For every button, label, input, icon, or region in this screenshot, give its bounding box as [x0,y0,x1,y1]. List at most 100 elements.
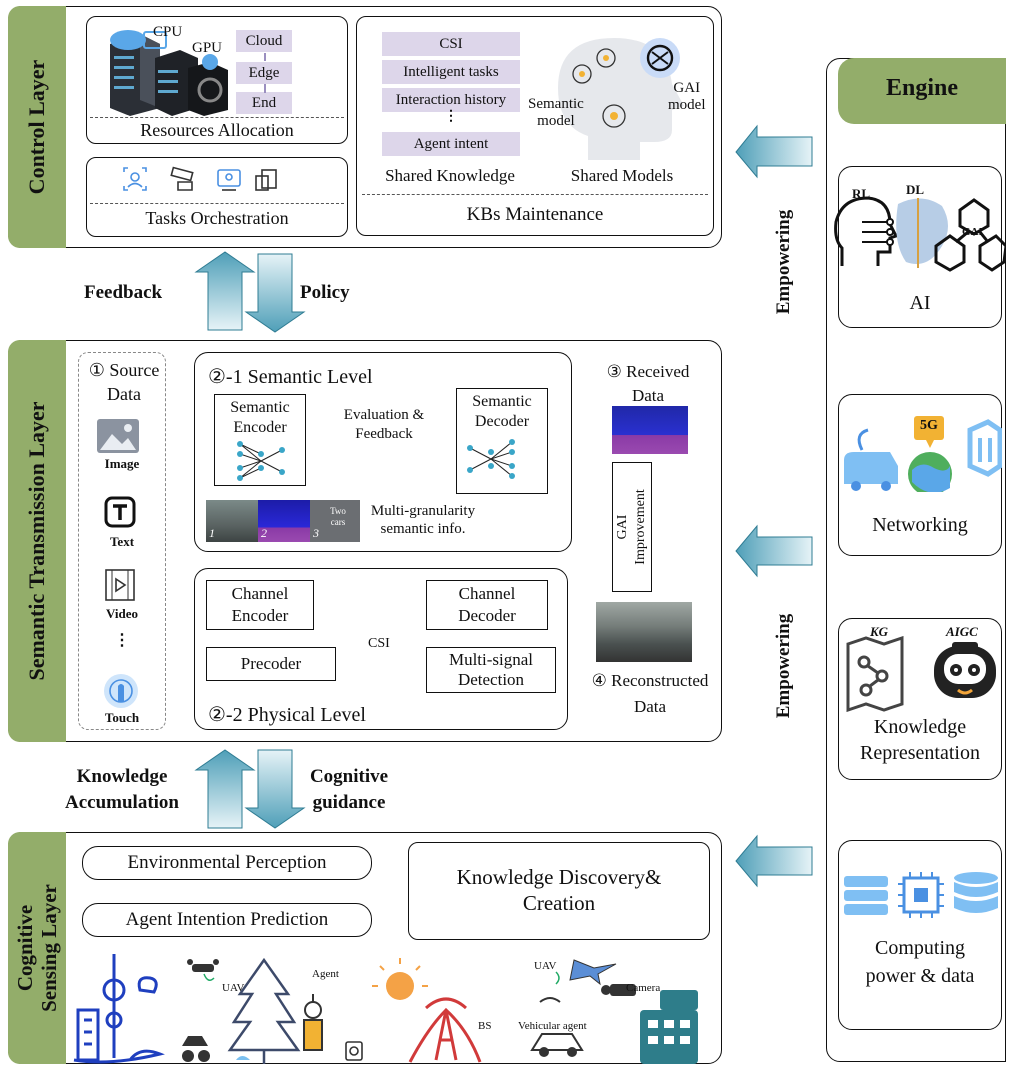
gai-improvement-box [612,462,652,592]
gpu-label: GPU [192,40,223,56]
cognitive-guid-label: Cognitive guidance [309,766,389,813]
sensing-layer-title: Cognitive Sensing Layer [13,884,61,1012]
vehicular-agent-label: Vehicular agent [518,1020,587,1032]
video-icon [104,568,136,607]
tasks-orchestration-label: Tasks Orchestration [145,208,289,228]
control-layer-title: Control Layer [24,59,49,195]
ai-label: AI [909,292,931,314]
received-data-image [612,406,688,454]
cpu-label: CPU [153,24,183,40]
tier-edge: Edge [236,62,292,84]
empower-arrow-3 [735,834,813,888]
computing-card [838,840,1002,1030]
kg-label: KG [870,624,889,639]
uav-label-1: UAV [222,982,245,994]
semantic-decoder-label: Semantic Decoder [472,393,532,430]
gai-label: GAI [962,226,983,238]
gai-model-label: GAI model [668,80,706,113]
knowledge-discovery-box [408,842,710,940]
cognitive-guid-arrow [244,749,306,829]
source-data-panel [78,352,166,730]
computing-power-label: Computing power & data [865,937,975,987]
engine-header [838,58,1006,124]
knowledge-item-tasks: Intelligent tasks [382,60,520,84]
empower-arrow-1 [735,124,813,179]
feedback-label: Feedback [84,282,163,303]
camera-label: Camera [626,982,661,994]
knowledge-item-history: Interaction history [382,88,520,112]
multi-granularity-label: Multi-granularity semantic info. [370,503,476,537]
reconstructed-data-image [596,602,692,662]
semantic-level-label: ②-1 Semantic Level [208,366,373,388]
knowledge-ellipsis: ⋮ [444,109,458,124]
server-rack-icon [100,26,230,121]
source-data-label: ① Source Data [88,360,160,404]
decoder-nn-icon [466,438,516,485]
physical-level-label: ②-2 Physical Level [208,704,366,726]
semantic-decoder-box [456,388,548,494]
agent-intention-box: Agent Intention Prediction [82,903,372,937]
control-layer-tab [8,6,66,248]
transmission-layer-tab [8,340,66,742]
feedback-arrow [194,251,256,331]
knowledge-acc-arrow [194,749,256,829]
agent-label: Agent [312,968,339,980]
strip-num-3: 3 [313,526,319,540]
strip-photo [206,500,258,542]
image-label: Image [104,456,140,471]
ai-brain-icons [832,192,1008,277]
empowering-label-1: Empowering [773,209,794,315]
semantic-strip: 1 2 3 Two cars [206,500,360,542]
text-icon [104,496,136,533]
task-icons [122,166,282,199]
received-data-label: ③ Received Data [606,362,690,405]
head-brain-icon [548,30,698,165]
semantic-encoder-label: Semantic Encoder [230,399,290,436]
two-cars-label: Two cars [330,506,346,527]
knowledge-representation-label: Knowledge Representation [860,716,980,764]
networking-icons [842,412,1003,497]
text-label: Text [109,534,135,549]
networking-label: Networking [872,514,968,536]
kbs-maintenance-label: KBs Maintenance [466,204,604,225]
tasks-orchestration-box [86,157,348,237]
evaluation-feedback-label: Evaluation & Feedback [343,407,425,442]
knowledge-item-intent: Agent intent [382,132,520,156]
shared-knowledge-label: Shared Knowledge [385,166,515,185]
strip-segmentation [258,500,310,542]
touch-icon [102,672,140,715]
strip-num-2: 2 [261,526,267,540]
encoder-nn-icon [236,440,286,487]
semantic-encoder-box [214,394,306,486]
channel-decoder-box: Channel Decoder [426,580,548,630]
empower-arrow-2 [735,524,813,578]
aigc-label: AIGC [946,624,978,639]
csi-label: CSI [368,636,390,651]
city-scene-icons [70,950,720,1071]
empowering-label-2: Empowering [773,613,794,719]
knowledge-discovery-label: Knowledge Discovery& Creation [456,865,662,915]
computing-icons [842,870,1002,925]
policy-label: Policy [300,282,350,303]
tier-cloud: Cloud [236,30,292,52]
knowledge-icons [842,635,1002,717]
engine-title: Engine [885,75,959,101]
dl-label: DL [906,182,925,197]
reconstructed-data-label: ④ Reconstructed Data [591,671,709,716]
knowledge-card [838,618,1002,780]
multi-signal-detection-box: Multi-signal Detection [426,647,556,693]
channel-encoder-box: Channel Encoder [206,580,314,630]
gai-improvement-label: GAI Improvement [615,489,648,565]
video-label: Video [105,606,139,621]
shared-models-label: Shared Models [570,166,674,185]
rl-label: RL [852,186,871,201]
source-ellipsis: ⋮ [114,632,130,649]
policy-arrow [244,253,306,333]
sensing-layer-tab [8,832,66,1064]
environmental-perception-box: Environmental Perception [82,846,372,880]
semantic-model-label: Semantic model [528,96,584,129]
five-g-label: 5G [920,418,938,433]
strip-num-1: 1 [209,526,215,540]
tier-connector-icon [264,53,266,93]
tier-end: End [236,92,292,114]
